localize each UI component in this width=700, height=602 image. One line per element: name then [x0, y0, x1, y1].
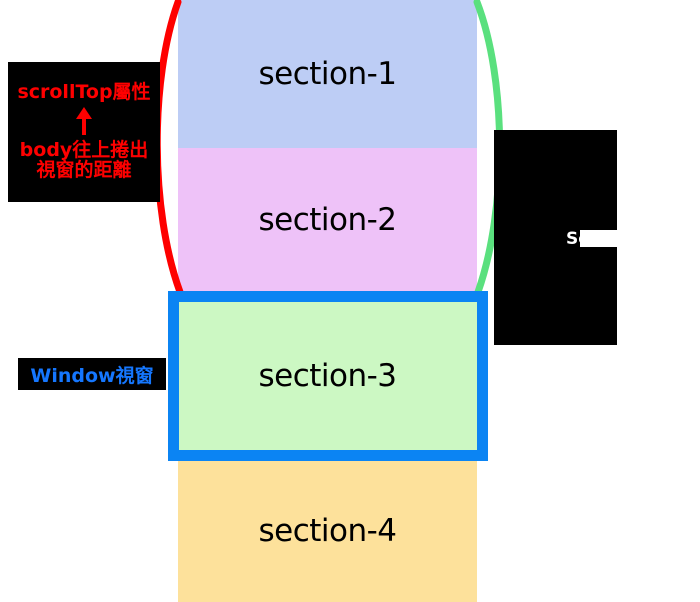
section-block-2: section-2: [178, 148, 477, 291]
screen-label-occluder: [580, 230, 660, 247]
section-label-1: section-1: [258, 56, 397, 92]
scrolltop-body-line-2: 視窗的距離: [36, 158, 132, 181]
scrolltop-body-line-1: body往上捲出: [19, 139, 149, 162]
section-block-4: section-4: [178, 460, 477, 602]
section-label-3: section-3: [258, 357, 397, 394]
section-label-4: section-4: [258, 513, 397, 549]
window-viewport-frame: [168, 291, 488, 461]
section-block-1: section-1: [178, 0, 477, 148]
scrolltop-heading: scrollTop屬性: [17, 81, 151, 104]
screen-callout: Screen: [494, 130, 660, 345]
scrolltop-callout: scrollTop屬性 body往上捲出 視窗的距離: [8, 62, 160, 202]
section-label-2: section-2: [258, 201, 397, 238]
arrow-up-icon: [76, 107, 92, 136]
section-block-3: section-3: [178, 291, 477, 460]
window-callout-label: Window視窗: [30, 364, 154, 387]
window-callout: Window視窗: [18, 358, 166, 390]
